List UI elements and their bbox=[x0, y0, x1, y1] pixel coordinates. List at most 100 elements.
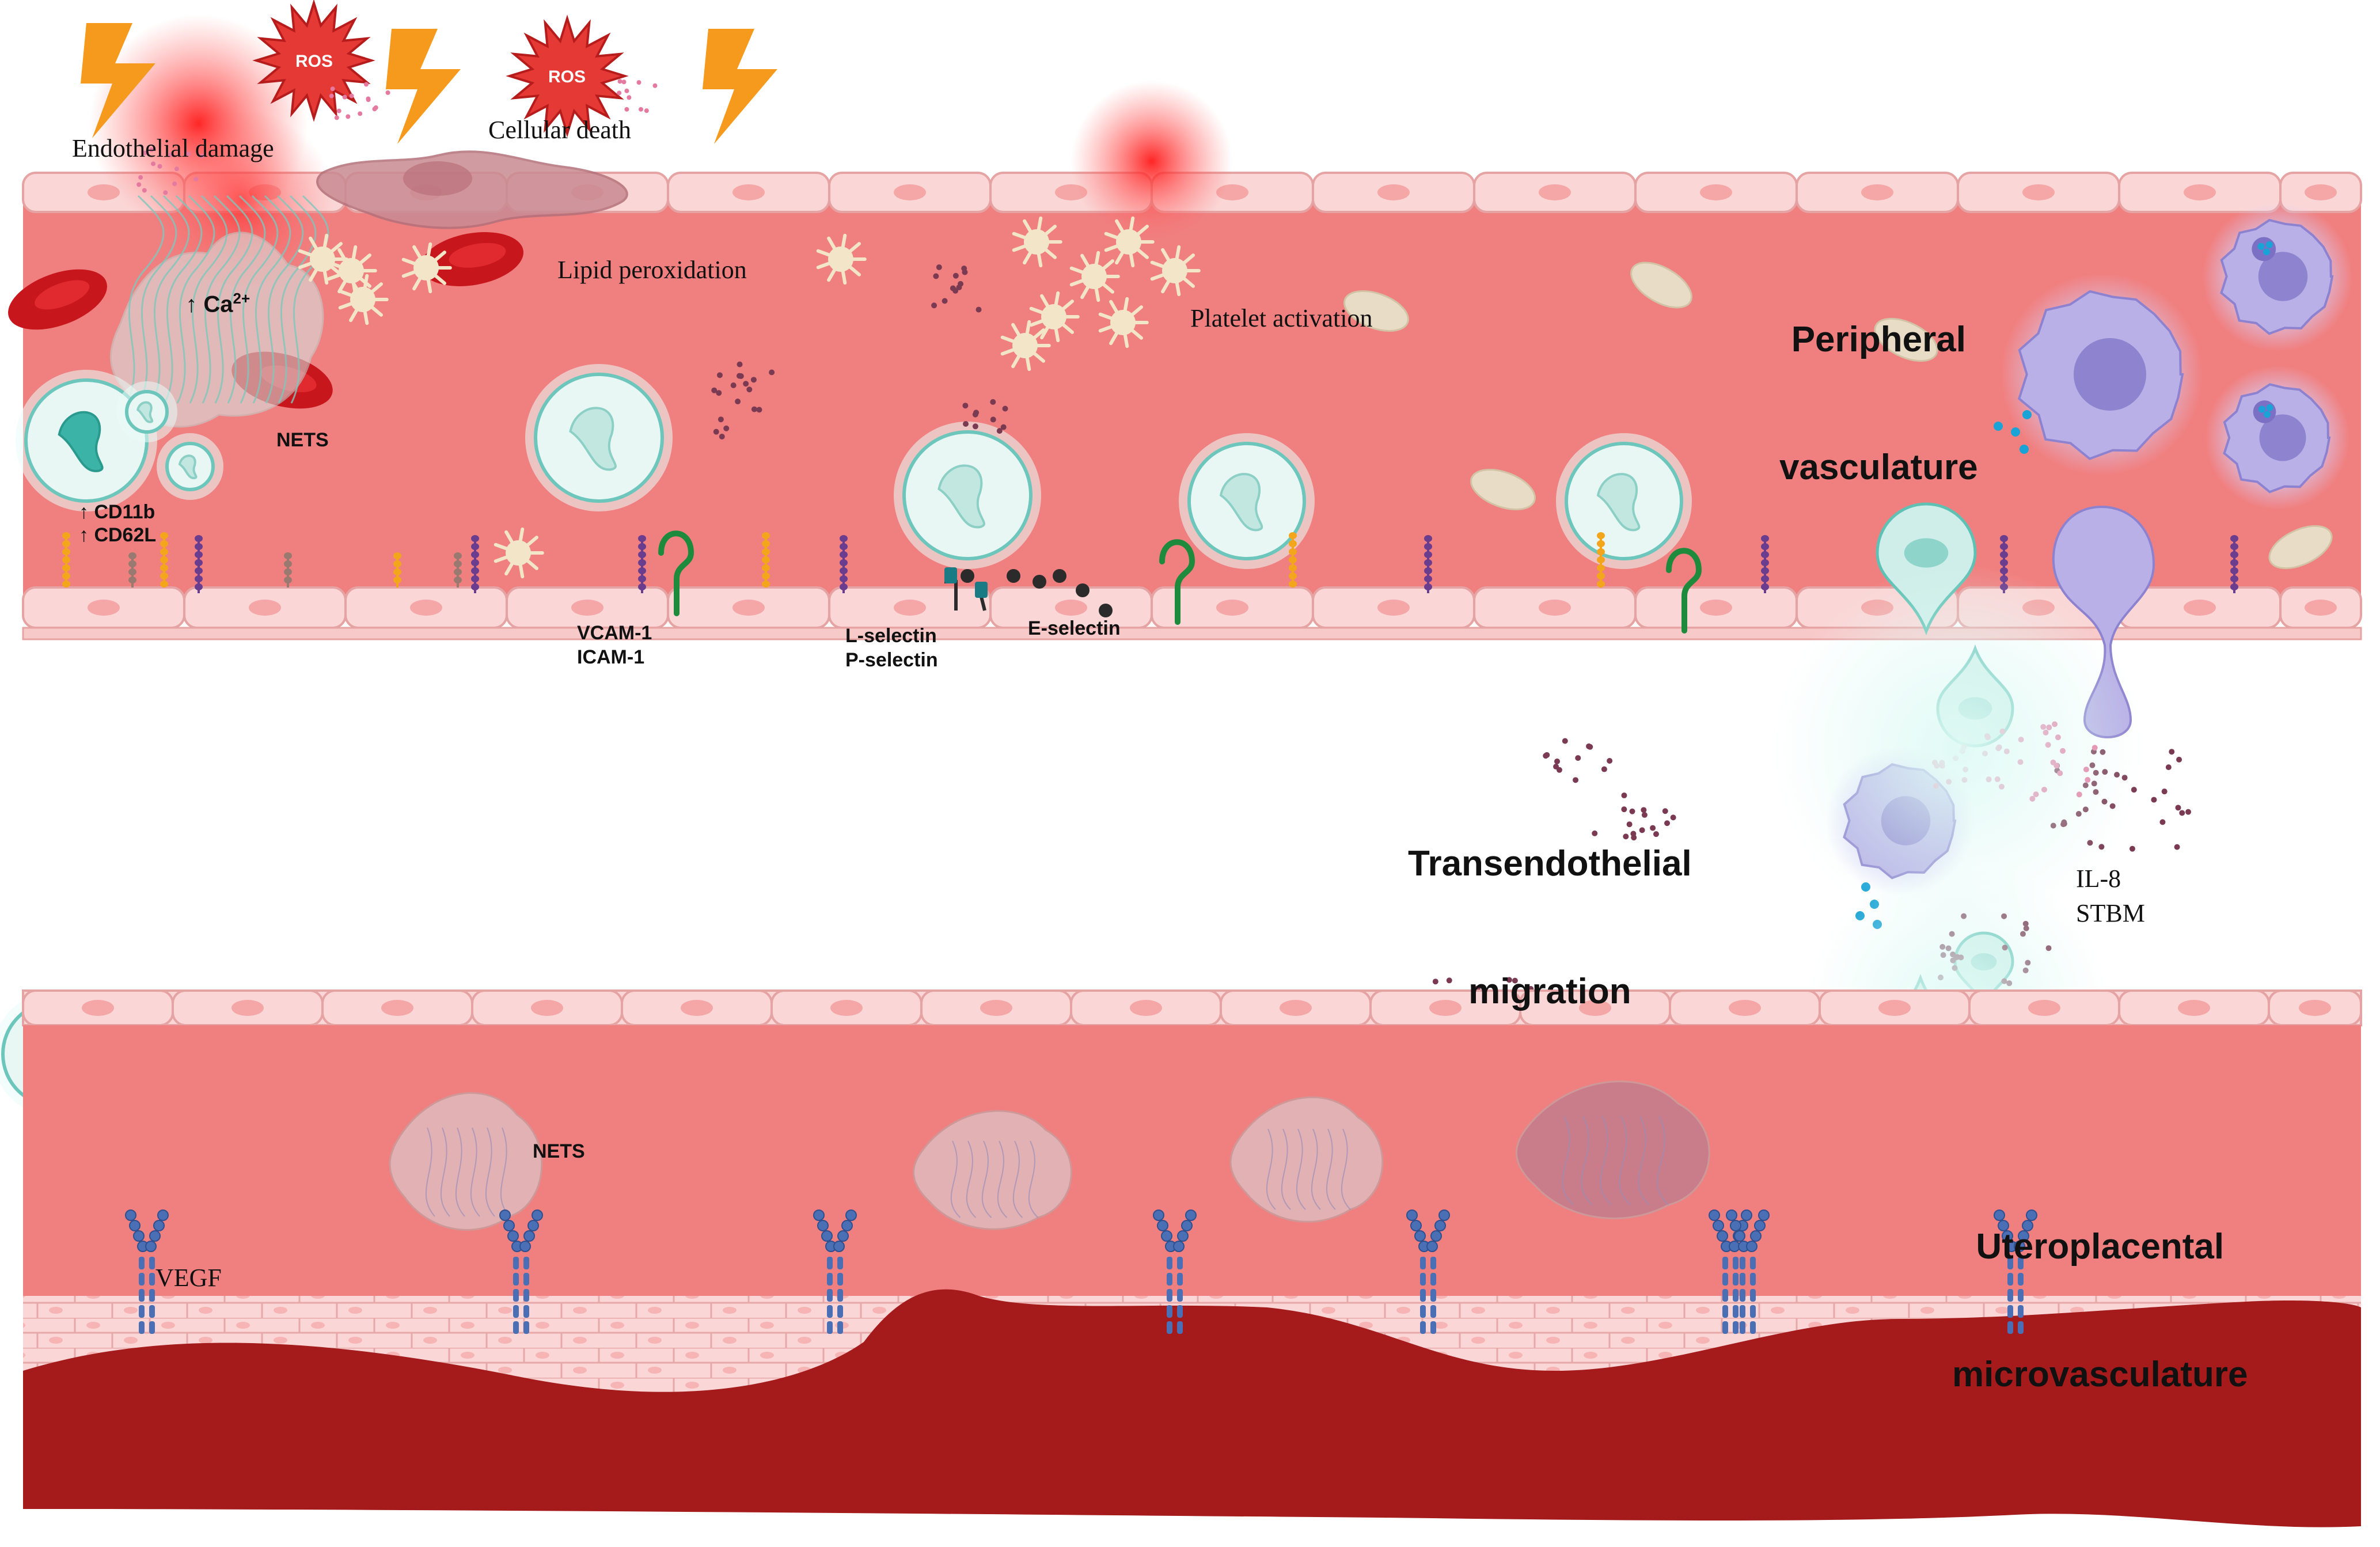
cytokine-dot bbox=[186, 151, 191, 156]
cytokine-dot bbox=[617, 90, 622, 96]
cytokine-dot bbox=[636, 80, 642, 85]
cytokine-dot bbox=[1621, 806, 1627, 813]
cytokine-dot bbox=[638, 107, 643, 112]
net-strand bbox=[164, 195, 203, 404]
transendothelial-line-2: migration bbox=[1468, 972, 1631, 1011]
endothelium-bottom bbox=[22, 586, 2362, 640]
uteroplacental-vessel bbox=[22, 989, 2362, 1527]
label-platelet-activation: Platelet activation bbox=[1190, 304, 1373, 332]
cytokine-dot bbox=[2179, 810, 2185, 816]
net-strand bbox=[265, 195, 304, 404]
cytokine-dot bbox=[336, 108, 341, 113]
monocyte-icon bbox=[2001, 274, 2203, 475]
cytokine-dot bbox=[931, 302, 937, 309]
calcium-charge: 2+ bbox=[233, 290, 250, 307]
dead-cell-debris bbox=[316, 150, 628, 229]
adhesion-molecule-icon bbox=[1761, 535, 1769, 593]
cytokine-dot bbox=[366, 97, 371, 103]
selectin-icon bbox=[1033, 575, 1046, 589]
cytokine-dot bbox=[199, 153, 204, 158]
lightning-icon bbox=[386, 29, 461, 144]
cytokine-dot bbox=[1562, 738, 1568, 744]
cytokine-dot bbox=[996, 428, 1003, 434]
label-cd62l: ↑ CD62L bbox=[79, 524, 157, 546]
cell-nucleus bbox=[1280, 1000, 1312, 1016]
cell-nucleus bbox=[894, 184, 926, 200]
cytokine-dot bbox=[973, 410, 980, 416]
platelet-icon bbox=[1343, 290, 1409, 332]
platelet-icon bbox=[1069, 251, 1120, 302]
cytokine-dot bbox=[743, 381, 749, 387]
net-cloud bbox=[389, 1092, 543, 1231]
cell-nucleus bbox=[2022, 184, 2055, 200]
cytokine-dot bbox=[1506, 977, 1512, 983]
cytokine-dot bbox=[1662, 808, 1668, 814]
platelet-icon bbox=[1098, 297, 1149, 348]
cell-nucleus bbox=[1539, 184, 1571, 200]
cytokine-dot bbox=[962, 403, 969, 409]
cytokine-dot bbox=[750, 377, 757, 383]
net-strand bbox=[290, 195, 329, 404]
cytokine-dot bbox=[617, 79, 622, 84]
net-strand bbox=[252, 195, 291, 404]
label-transendothelial-migration: Transendothelial migration bbox=[1408, 757, 1692, 1056]
cytokine-dot bbox=[975, 306, 982, 313]
cytokine-dot bbox=[1623, 833, 1629, 840]
neutrophil-icon bbox=[157, 433, 223, 500]
cytokine-dot bbox=[716, 372, 723, 378]
cytokine-dot bbox=[751, 406, 757, 412]
vegf-receptor-icon bbox=[1406, 1209, 1450, 1334]
cell-nucleus bbox=[732, 600, 765, 616]
cell-nucleus bbox=[2305, 600, 2337, 616]
cell-nucleus bbox=[830, 1000, 863, 1016]
cell-nucleus bbox=[681, 1000, 713, 1016]
cytokine-dot bbox=[1543, 753, 1549, 759]
selectin-icon bbox=[1076, 583, 1090, 597]
adhesion-molecule-icon bbox=[393, 552, 401, 587]
adhesion-molecule-icon bbox=[1666, 548, 1702, 634]
damage-glow-left-inner bbox=[150, 109, 334, 294]
cytokine-dot bbox=[713, 429, 719, 435]
cytokine-dot bbox=[2175, 805, 2181, 811]
cell-nucleus bbox=[980, 1000, 1012, 1016]
label-vegf: VEGF bbox=[155, 1264, 222, 1292]
cytokine-dot bbox=[644, 108, 649, 113]
cytokine-dot bbox=[142, 188, 147, 193]
monocyte-icon bbox=[2203, 202, 2352, 351]
cytokine-dot bbox=[168, 152, 173, 157]
lightning-icon bbox=[81, 23, 155, 138]
selectin-icon bbox=[961, 569, 974, 583]
cell-nucleus bbox=[1216, 600, 1248, 616]
cytokine-dot bbox=[952, 272, 959, 279]
platelet-icon bbox=[1000, 320, 1051, 371]
neutrophil-icon bbox=[1179, 433, 1315, 569]
cell-nucleus bbox=[381, 1000, 413, 1016]
cytokine-dot bbox=[1556, 767, 1562, 773]
cytokine-dot bbox=[193, 177, 199, 182]
net-strand bbox=[227, 195, 266, 404]
cytokine-dot bbox=[330, 86, 335, 92]
cytokine-dot bbox=[936, 264, 942, 271]
cytokine-dot bbox=[716, 390, 722, 396]
cytokine-dot bbox=[730, 382, 737, 389]
placental-tissue bbox=[23, 1289, 2361, 1527]
cytokine-dot bbox=[373, 105, 378, 110]
cytokine-dot bbox=[627, 95, 632, 100]
vegf-receptor-icon bbox=[499, 1209, 543, 1334]
platelet-icon bbox=[2268, 525, 2333, 570]
cytokine-dot bbox=[329, 93, 334, 98]
cytokine-dot bbox=[172, 181, 177, 187]
cytokine-dot bbox=[963, 420, 969, 427]
cell-nucleus bbox=[82, 1000, 114, 1016]
cell-nucleus bbox=[231, 1000, 264, 1016]
adhesion-molecule-icon bbox=[284, 552, 292, 587]
cytokine-dot bbox=[342, 94, 347, 100]
selectin-icon bbox=[1007, 569, 1020, 583]
cytokine-dot bbox=[1621, 793, 1627, 799]
monocyte-icon bbox=[2206, 366, 2349, 510]
cytokine-dot bbox=[624, 107, 629, 112]
cell-nucleus bbox=[410, 600, 442, 616]
cytokine-dot bbox=[950, 285, 956, 291]
cytokine-dot bbox=[1641, 812, 1648, 818]
cytokine-dot bbox=[363, 82, 369, 87]
